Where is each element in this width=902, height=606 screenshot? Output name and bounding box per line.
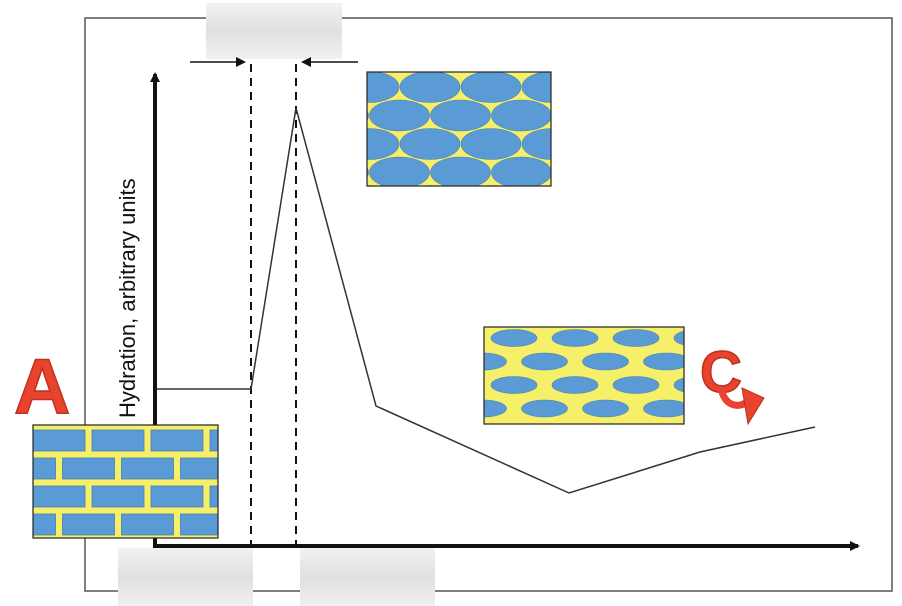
brick <box>0 430 26 451</box>
swollen-cell <box>542 185 551 186</box>
label-a: A <box>14 342 70 430</box>
swollen-cell <box>367 185 379 186</box>
swollen-pattern-peak <box>278 71 613 217</box>
brick <box>91 485 145 508</box>
ellipse-cell <box>551 376 599 394</box>
swollen-cell <box>460 128 522 160</box>
swollen-cell <box>399 128 461 160</box>
swollen-cell <box>367 110 369 121</box>
ellipse-cell <box>521 399 568 418</box>
bottom-caption-box-left <box>118 548 253 606</box>
brick <box>33 513 56 536</box>
hydration-curve <box>157 107 816 494</box>
brick <box>121 457 174 480</box>
c-curl-arrow-icon <box>718 387 765 426</box>
ellipse-cell <box>490 376 538 394</box>
brick <box>33 429 86 452</box>
brick-pattern-a <box>0 424 292 539</box>
ellipse-cell <box>643 352 684 371</box>
brick <box>150 429 204 452</box>
brick <box>240 458 292 479</box>
swollen-cell <box>278 72 338 103</box>
brick <box>0 486 26 507</box>
brick <box>209 429 218 452</box>
brick <box>240 514 292 535</box>
swollen-cell <box>491 156 551 186</box>
ellipse-cell <box>400 353 446 370</box>
brick <box>62 457 115 480</box>
brick <box>209 485 218 508</box>
ellipse-cell <box>430 377 476 394</box>
swollen-cell <box>553 100 613 131</box>
brick <box>62 513 115 536</box>
brick <box>33 457 56 480</box>
ellipse-cell <box>484 399 507 418</box>
swollen-cell <box>367 72 400 103</box>
swollen-cell <box>460 72 522 103</box>
diagram-frame <box>84 17 893 592</box>
bottom-caption-box-right <box>300 548 435 606</box>
swollen-cell <box>367 167 369 178</box>
brick <box>180 513 218 536</box>
ellipse-cell <box>582 352 629 371</box>
brick <box>91 429 145 452</box>
brick <box>180 457 218 480</box>
swollen-cell <box>369 156 430 186</box>
ellipse-cell <box>551 329 599 347</box>
swollen-cell <box>491 99 551 132</box>
swollen-cell <box>430 156 491 186</box>
swollen-cell <box>430 99 491 132</box>
swollen-cell <box>399 72 461 103</box>
ellipse-cell <box>430 330 476 347</box>
ellipse-pattern-c <box>400 326 685 425</box>
swollen-cell <box>481 185 501 186</box>
ellipse-cell <box>673 377 684 393</box>
swollen-cell <box>521 128 551 160</box>
brick <box>33 485 86 508</box>
brick <box>121 513 174 536</box>
ellipse-cell <box>490 329 538 347</box>
swollen-cell <box>553 157 613 188</box>
ellipse-cell <box>643 399 684 418</box>
ellipse-cell <box>673 330 684 346</box>
swollen-cell <box>369 99 430 132</box>
y-axis-label: Hydration, arbitrary units <box>115 178 140 418</box>
ellipse-cell <box>612 376 660 394</box>
swollen-cell <box>367 128 400 160</box>
ellipse-cell <box>400 400 446 417</box>
brick <box>150 485 204 508</box>
swollen-cell <box>278 186 338 217</box>
swollen-cell <box>521 72 551 103</box>
top-caption-box <box>206 3 342 59</box>
ellipse-cell <box>612 329 660 347</box>
ellipse-cell <box>521 352 568 371</box>
swollen-cell <box>420 185 440 186</box>
ellipse-cell <box>582 399 629 418</box>
ellipse-cell <box>484 352 507 371</box>
